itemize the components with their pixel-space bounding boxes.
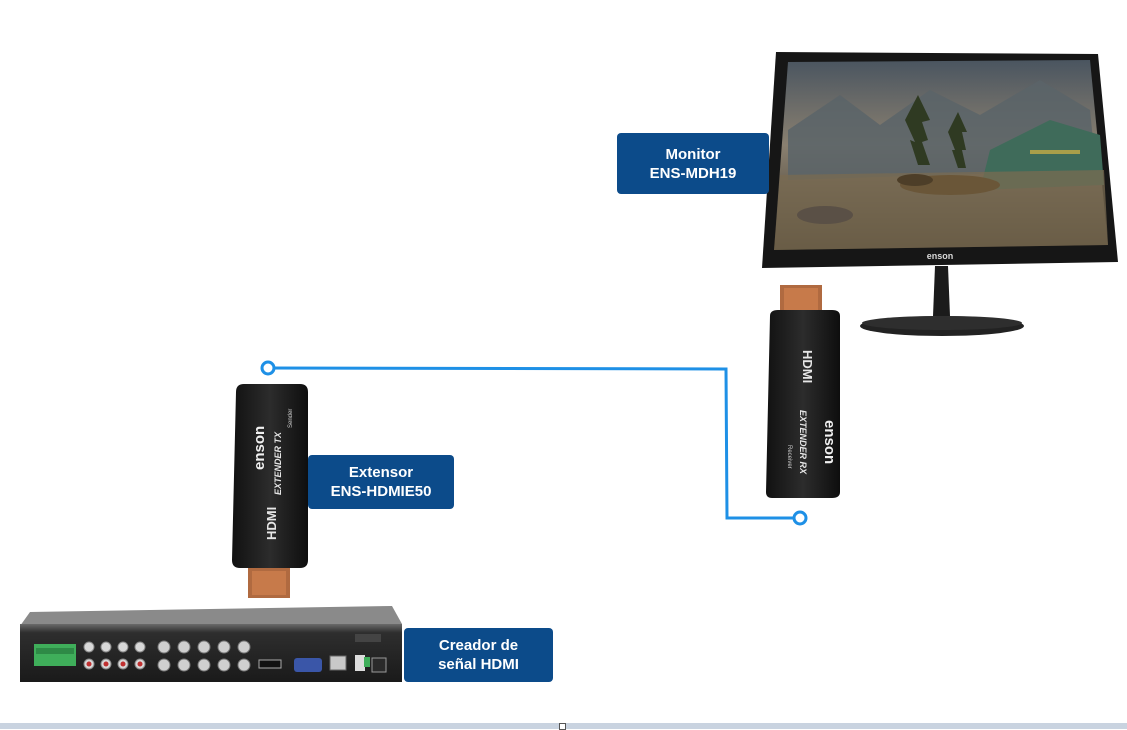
hdmi-cable xyxy=(260,360,808,526)
svg-text:EXTENDER TX: EXTENDER TX xyxy=(273,431,283,495)
label-monitor: Monitor ENS-MDH19 xyxy=(617,133,769,194)
monitor-logo: enson xyxy=(927,251,954,261)
tx-extender-image: enson EXTENDER TX Sender HDMI xyxy=(232,384,308,598)
label-monitor-line1: Monitor xyxy=(665,145,721,163)
label-extensor-line2: ENS-HDMIE50 xyxy=(330,483,432,500)
svg-text:HDMI: HDMI xyxy=(800,350,815,383)
rx-extender-image: HDMI EXTENDER RX Receiver enson xyxy=(766,285,840,498)
dvr-image xyxy=(20,606,402,682)
label-creador-line2: señal HDMI xyxy=(438,656,519,673)
label-extensor: Extensor ENS-HDMIE50 xyxy=(308,455,454,509)
label-monitor-line2: ENS-MDH19 xyxy=(649,164,737,182)
label-creador-line1: Creador de xyxy=(438,637,519,654)
monitor-image: enson xyxy=(762,52,1118,336)
label-creador: Creador de señal HDMI xyxy=(404,628,553,682)
cable-endpoint-rx xyxy=(792,510,808,526)
svg-text:Sender: Sender xyxy=(288,409,294,428)
svg-text:Receiver: Receiver xyxy=(786,445,792,469)
svg-text:EXTENDER RX: EXTENDER RX xyxy=(798,410,808,475)
svg-text:HDMI: HDMI xyxy=(264,507,279,540)
svg-text:enson: enson xyxy=(821,420,838,464)
cable-endpoint-tx xyxy=(260,360,276,376)
svg-text:enson: enson xyxy=(251,426,268,470)
label-extensor-line1: Extensor xyxy=(348,464,414,481)
